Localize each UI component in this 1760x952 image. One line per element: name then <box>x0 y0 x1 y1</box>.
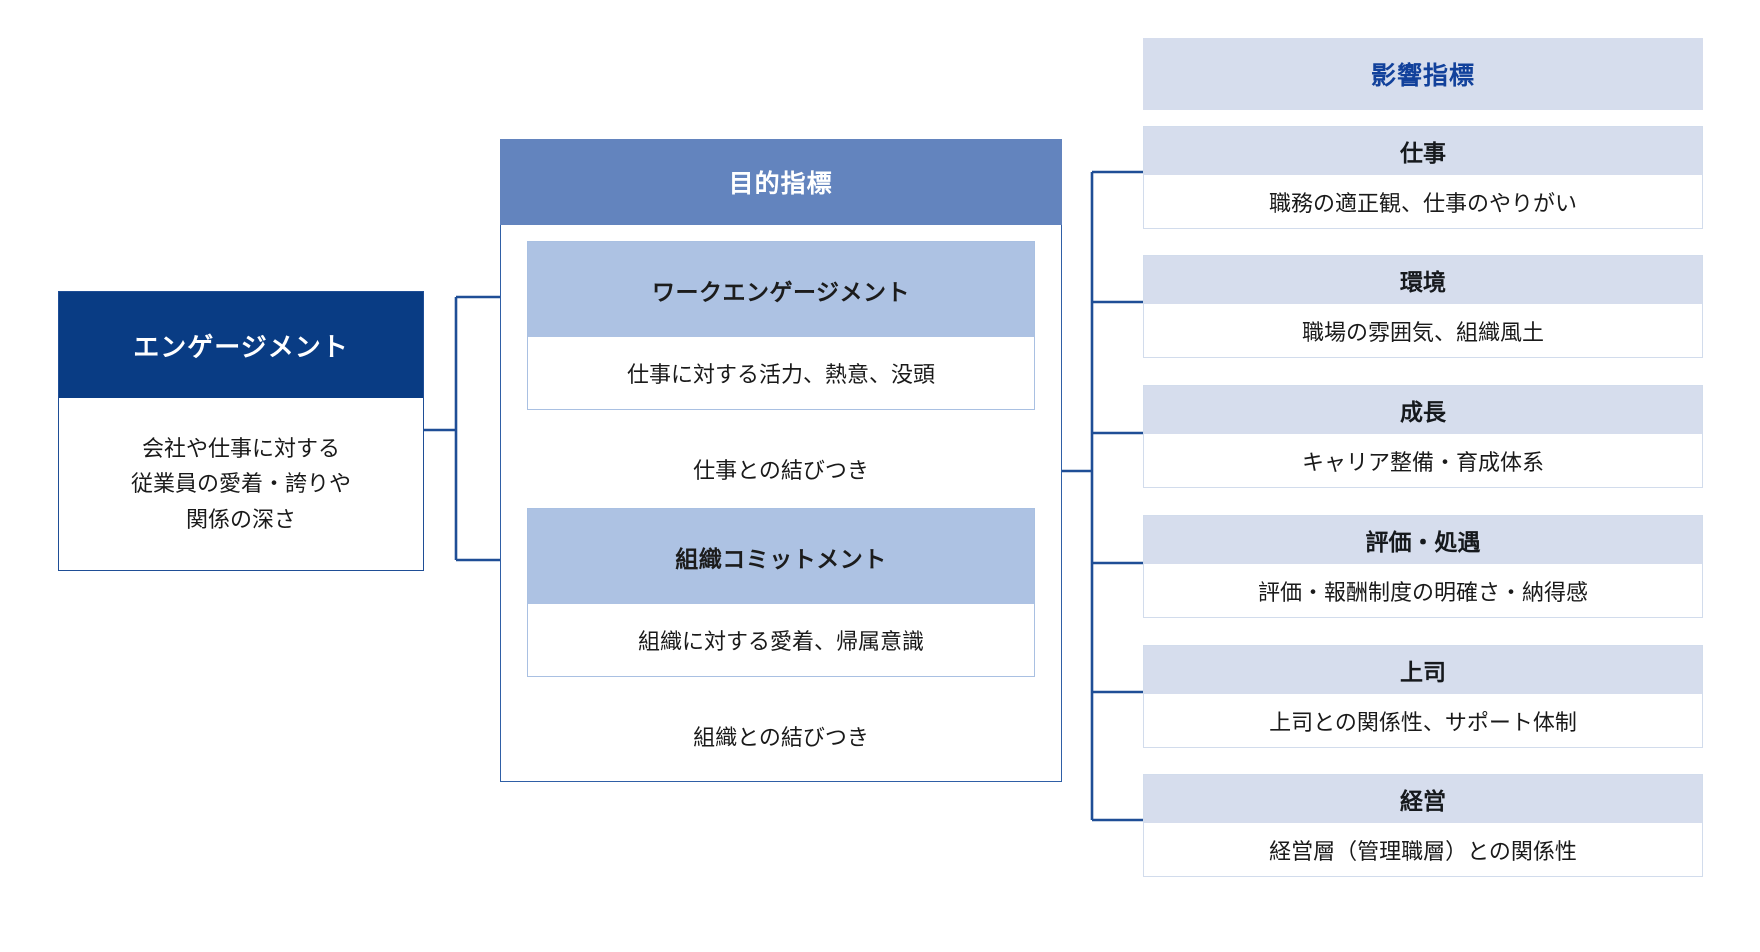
engagement-card[interactable]: エンゲージメント 会社や仕事に対する 従業員の愛着・誇りや 関係の深さ <box>58 291 424 571</box>
impact-card-description: 職務の適正観、仕事のやりがい <box>1144 175 1702 228</box>
work-engagement-card[interactable]: ワークエンゲージメント 仕事に対する活力、熱意、没頭 <box>527 241 1035 410</box>
impact-card-title: 環境 <box>1144 256 1702 304</box>
impact-card-hyoka-shogu[interactable]: 評価・処遇 評価・報酬制度の明確さ・納得感 <box>1143 515 1703 618</box>
impact-card-joshi[interactable]: 上司 上司との関係性、サポート体制 <box>1143 645 1703 748</box>
org-commitment-description: 組織に対する愛着、帰属意識 <box>528 604 1034 676</box>
impact-card-seicho[interactable]: 成長 キャリア整備・育成体系 <box>1143 385 1703 488</box>
engagement-description: 会社や仕事に対する 従業員の愛着・誇りや 関係の深さ <box>130 435 351 532</box>
impact-card-description: 職場の雰囲気、組織風土 <box>1144 304 1702 357</box>
impact-card-description: 上司との関係性、サポート体制 <box>1144 694 1702 747</box>
impact-card-description: 評価・報酬制度の明確さ・納得感 <box>1144 564 1702 617</box>
impact-card-keiei[interactable]: 経営 経営層（管理職層）との関係性 <box>1143 774 1703 877</box>
impact-card-description: 経営層（管理職層）との関係性 <box>1144 823 1702 876</box>
impact-indicator-title: 影響指標 <box>1143 38 1703 110</box>
org-commitment-caption: 組織との結びつき <box>693 725 869 750</box>
impact-card-title: 評価・処遇 <box>1144 516 1702 564</box>
impact-card-description: キャリア整備・育成体系 <box>1144 434 1702 487</box>
org-commitment-card[interactable]: 組織コミットメント 組織に対する愛着、帰属意識 <box>527 508 1035 677</box>
impact-card-title: 仕事 <box>1144 127 1702 175</box>
purpose-indicator-panel[interactable]: 目的指標 ワークエンゲージメント 仕事に対する活力、熱意、没頭 仕事との結びつき… <box>499 138 1062 782</box>
engagement-title: エンゲージメント <box>59 292 423 398</box>
work-engagement-description: 仕事に対する活力、熱意、没頭 <box>528 337 1034 409</box>
impact-card-title: 経営 <box>1144 775 1702 823</box>
work-engagement-title: ワークエンゲージメント <box>528 242 1034 337</box>
impact-card-shigoto[interactable]: 仕事 職務の適正観、仕事のやりがい <box>1143 126 1703 229</box>
impact-card-kankyo[interactable]: 環境 職場の雰囲気、組織風土 <box>1143 255 1703 358</box>
work-engagement-caption: 仕事との結びつき <box>693 458 869 483</box>
impact-card-title: 成長 <box>1144 386 1702 434</box>
purpose-indicator-title: 目的指標 <box>499 138 1062 225</box>
impact-card-title: 上司 <box>1144 646 1702 694</box>
org-commitment-title: 組織コミットメント <box>528 509 1034 604</box>
